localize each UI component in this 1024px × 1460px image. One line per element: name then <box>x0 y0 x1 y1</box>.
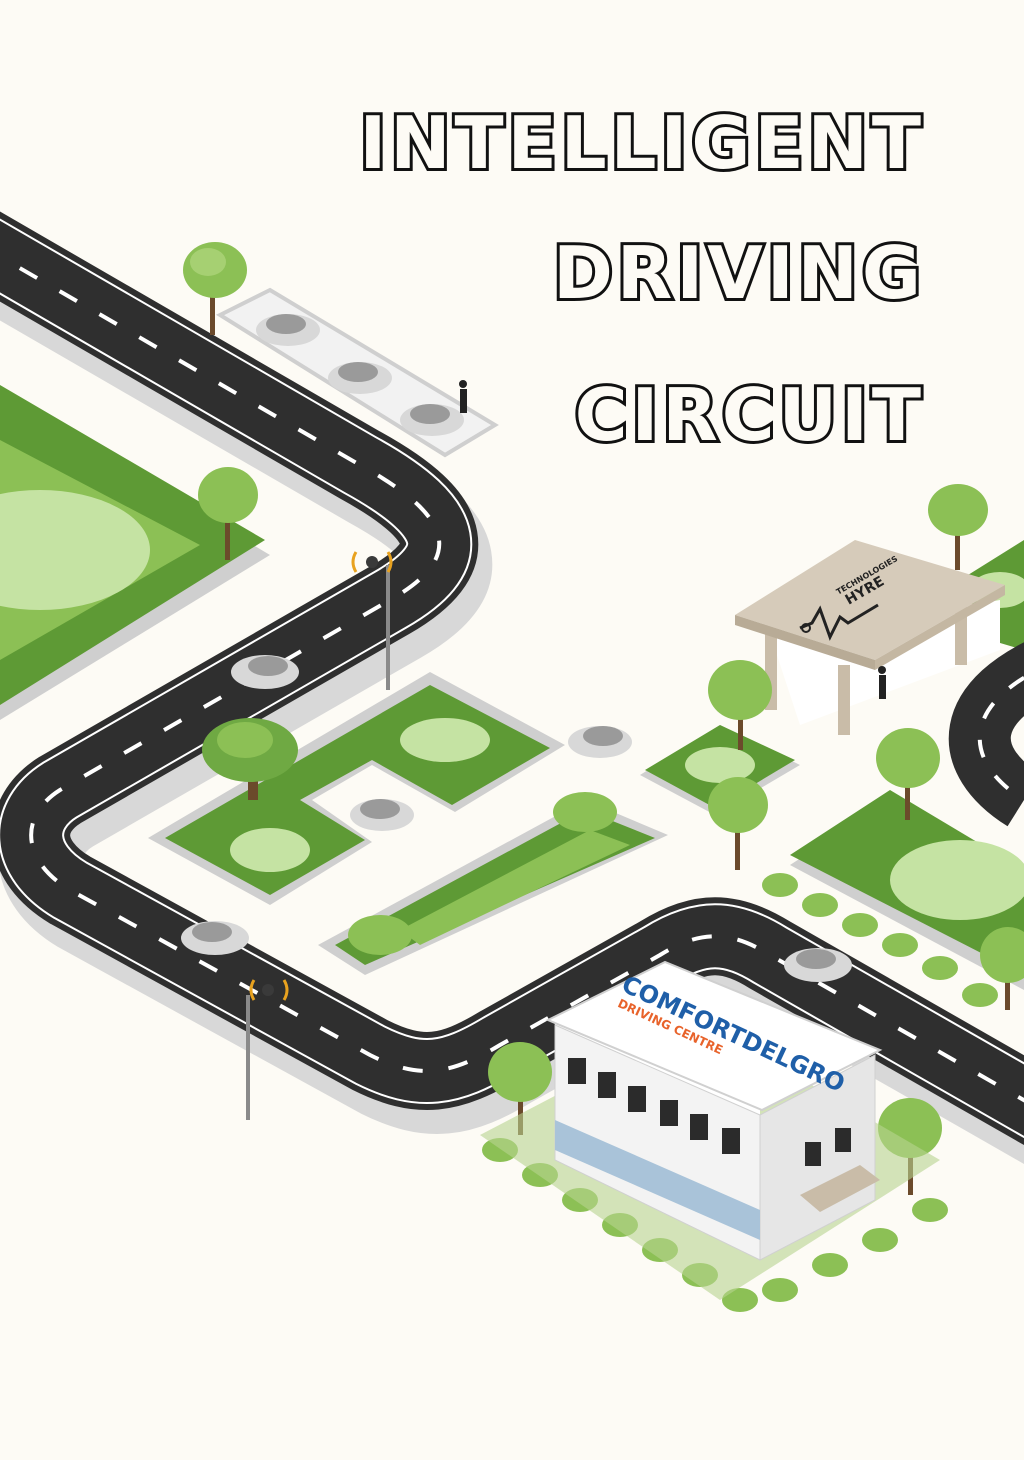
road <box>0 211 1024 1146</box>
car <box>181 921 249 955</box>
car <box>231 655 299 689</box>
small-lawn <box>640 725 800 815</box>
car <box>400 404 464 436</box>
title-line-1: INTELLIGENT <box>359 101 925 185</box>
tree <box>183 242 247 335</box>
tree <box>708 660 772 750</box>
title-block: INTELLIGENT DRIVING CIRCUIT <box>356 98 925 460</box>
tree <box>202 718 298 800</box>
parking-attendant <box>459 380 467 413</box>
tree <box>198 467 258 560</box>
tree <box>488 1042 552 1135</box>
car <box>568 726 632 758</box>
car <box>328 362 392 394</box>
grass-plot-right <box>790 790 1024 990</box>
hyre-shelter <box>735 540 1005 735</box>
tree <box>708 777 768 870</box>
tree <box>980 927 1024 1010</box>
car <box>256 314 320 346</box>
title-line-2: DRIVING <box>553 231 925 315</box>
car <box>784 948 852 982</box>
title-line-3: CIRCUIT <box>575 373 925 457</box>
car <box>350 799 414 831</box>
tree <box>876 728 940 820</box>
street-lamp <box>246 979 289 1120</box>
grass-plot-left <box>0 385 270 720</box>
tree <box>928 484 988 570</box>
l-shaped-lawn <box>148 672 565 905</box>
street-lamp <box>351 551 393 690</box>
